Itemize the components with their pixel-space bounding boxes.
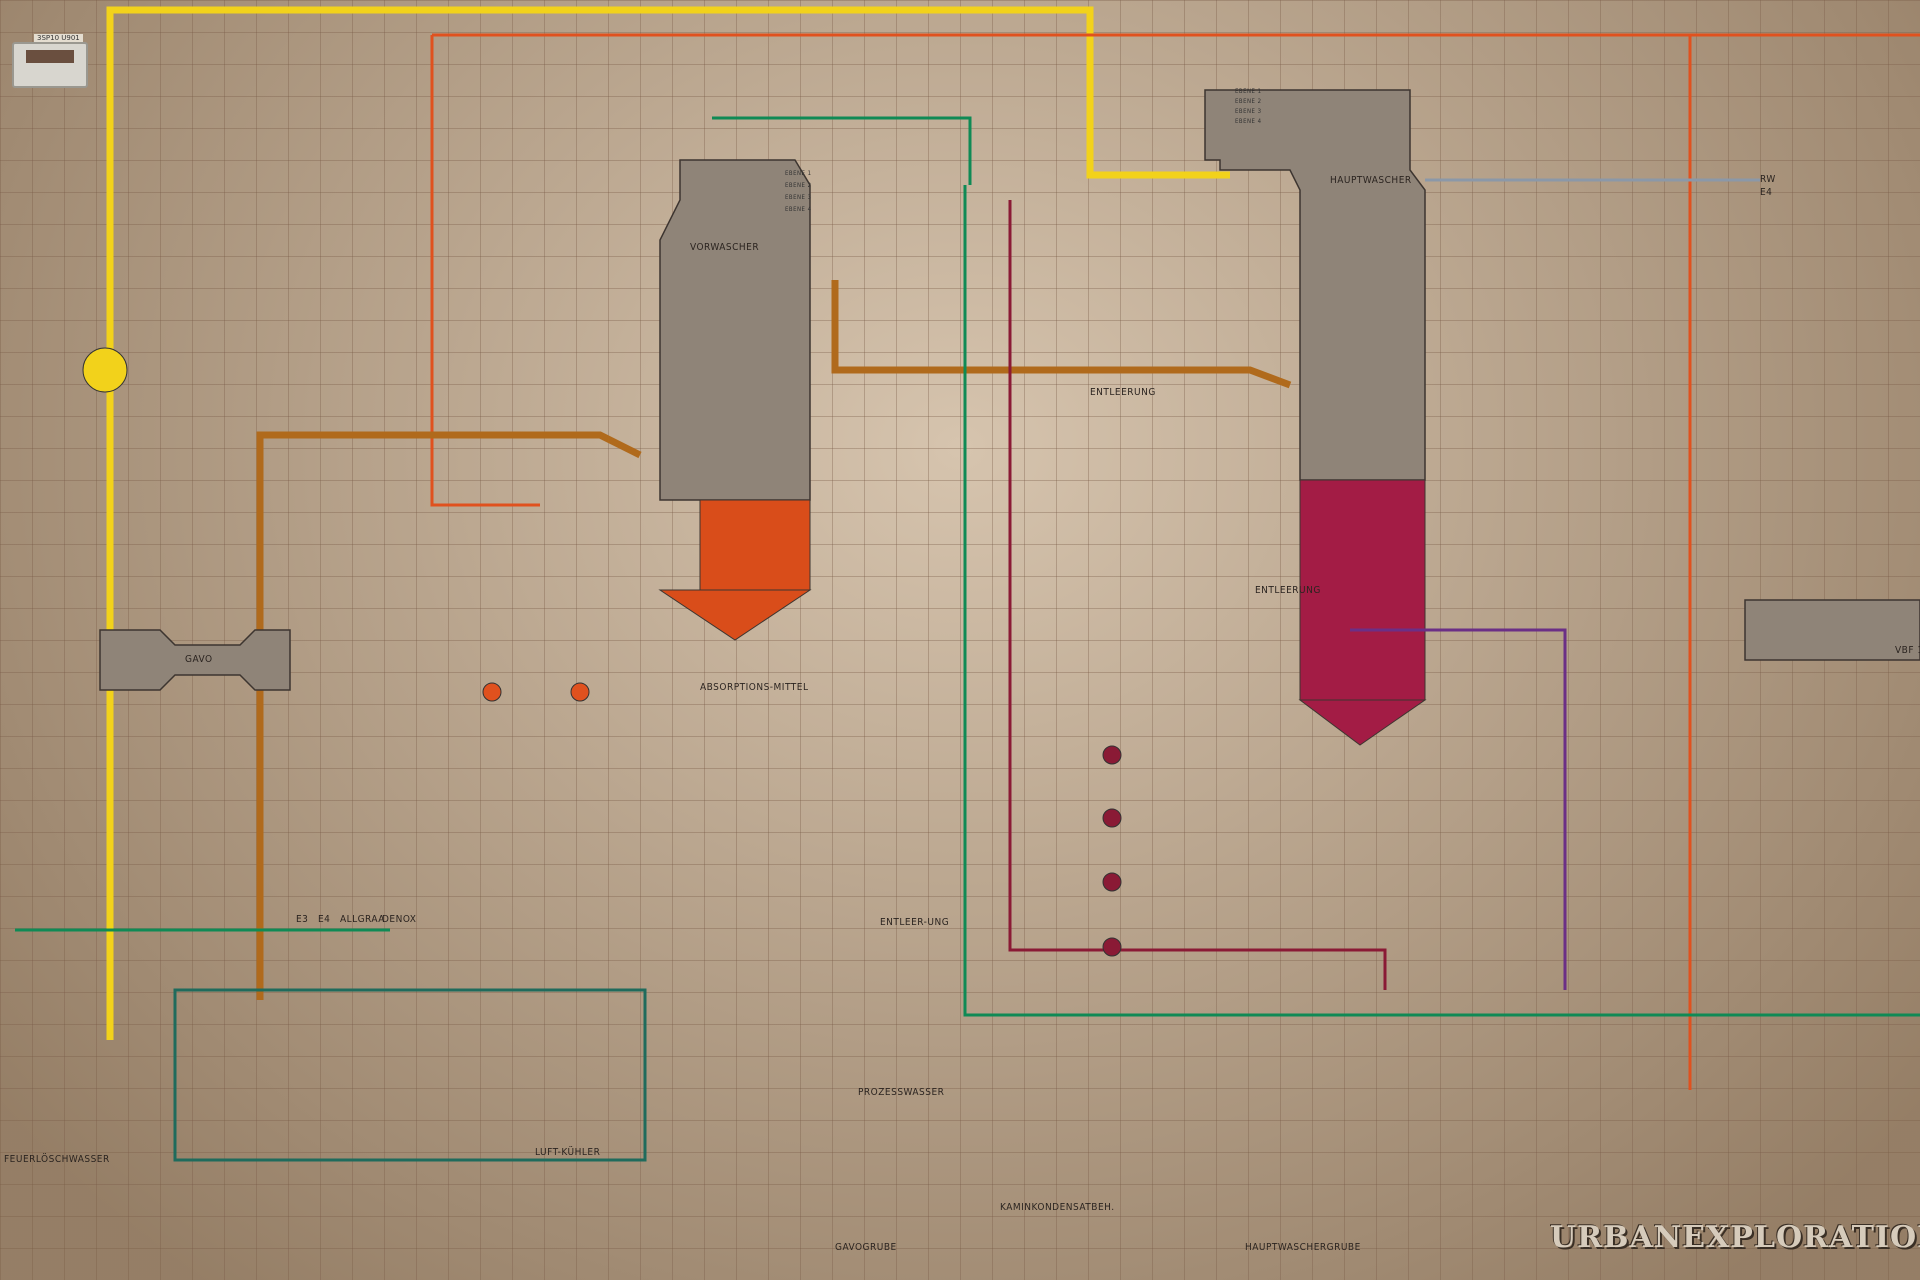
hw-level-2: EBENE 2 <box>1235 98 1262 105</box>
outlet-e3: E3 <box>296 914 308 925</box>
luftkuhler-label: LUFT-KÜHLER <box>535 1145 600 1158</box>
pump-icon[interactable] <box>1102 937 1122 957</box>
pump-icon[interactable] <box>1102 745 1122 765</box>
pump-icon[interactable] <box>1102 872 1122 892</box>
hauptwascher-vessel <box>1204 89 1426 481</box>
hw-level-1: EBENE 1 <box>1235 88 1262 95</box>
entleerung-label: ENTLEERUNG <box>1090 387 1156 398</box>
outlet-raa: RAA <box>365 914 385 925</box>
gavogrube-label: GAVOGRUBE <box>835 1242 897 1253</box>
entleerung-label-2: ENTLEERUNG <box>1255 585 1321 596</box>
hw-level-3: EBENE 3 <box>1235 108 1262 115</box>
pump-icon[interactable] <box>482 682 502 702</box>
vbf-label: VBF 1 <box>1895 645 1920 656</box>
e4-label: E4 <box>1760 187 1772 198</box>
entleerung-split-label: ENTLEER-UNG <box>880 917 949 928</box>
gavo-heat-exchanger <box>99 629 291 691</box>
absorptionsmittel-label: ABSORPTIONS-MITTEL <box>700 682 808 693</box>
vw-level-1: EBENE 1 <box>785 170 812 177</box>
teal-cooling-network <box>173 988 647 1162</box>
brown-gas-duct-mid <box>831 280 1292 389</box>
maroon-line-loop <box>1008 200 1387 990</box>
digital-display-unit <box>12 42 88 88</box>
hauptwascher-label: HAUPTWASCHER <box>1330 175 1412 186</box>
vw-level-4: EBENE 4 <box>785 206 812 213</box>
outlet-allg: ALLG <box>340 914 365 925</box>
kaminkondensat-label: KAMINKONDENSATBEH. <box>1000 1202 1115 1213</box>
fan-icon[interactable] <box>82 347 128 393</box>
display-tag-label: 3SP10 U901 <box>34 34 83 42</box>
feuerloeschwasser-label: FEUERLÖSCHWASSER <box>4 1152 110 1165</box>
orange-line-top <box>430 35 540 507</box>
vorwascher-label: VORWASCHER <box>690 242 759 253</box>
vorwascher-sump <box>699 499 811 591</box>
green-spray-feed-vorwascher <box>712 116 972 185</box>
vw-level-2: EBENE 2 <box>785 182 812 189</box>
yellow-flue-line <box>106 6 1230 1040</box>
vorwascher-cone <box>658 589 812 641</box>
gavo-label: GAVO <box>185 654 213 665</box>
hauptwaschergrube-label: HAUPTWASCHERGRUBE <box>1245 1242 1361 1253</box>
hauptwascher-cone <box>1298 699 1427 746</box>
hw-level-4: EBENE 4 <box>1235 118 1262 125</box>
purple-absorption-line <box>1350 628 1567 990</box>
brown-gas-duct-left <box>256 431 642 1000</box>
vbf-filter <box>1744 599 1920 661</box>
vw-level-3: EBENE 3 <box>785 194 812 201</box>
rw-label: RW <box>1760 174 1776 185</box>
outlet-e4: E4 <box>318 914 330 925</box>
outlet-denox: DENOX <box>382 914 416 925</box>
pump-icon[interactable] <box>570 682 590 702</box>
watermark: URBANEXPLORATION.NL <box>1550 1220 1920 1255</box>
display-screen <box>26 50 74 63</box>
pump-icon[interactable] <box>1102 808 1122 828</box>
prozesswasser-label: PROZESSWASSER <box>858 1087 944 1098</box>
green-vertical-long <box>963 185 1920 1017</box>
